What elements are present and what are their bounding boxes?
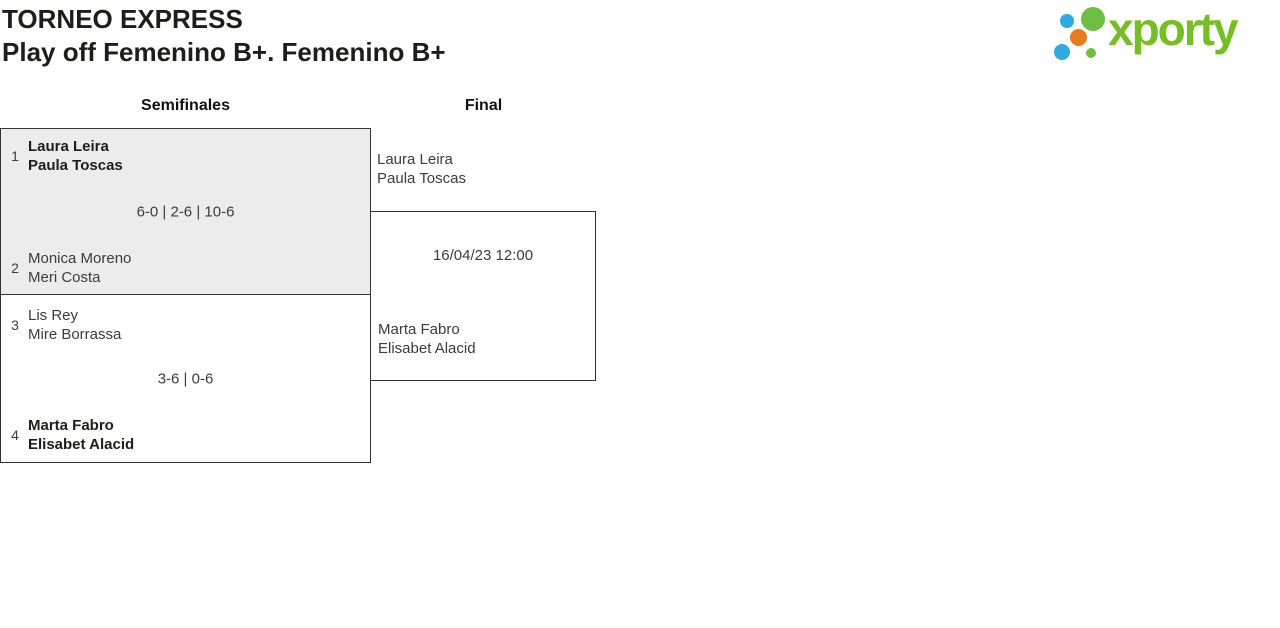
team-seed-3: 3 Lis Rey Mire Borrassa: [8, 306, 121, 344]
player-name: Paula Toscas: [28, 157, 123, 174]
final-team-1: Laura Leira Paula Toscas: [377, 150, 466, 188]
logo-dot-green-big-icon: [1081, 7, 1105, 31]
tournament-title: TORNEO EXPRESS: [2, 4, 243, 34]
player-name: Laura Leira: [377, 151, 453, 168]
player-name: Lis Rey: [28, 307, 79, 324]
category-subtitle: Play off Femenino B+. Femenino B+: [2, 37, 446, 67]
player-name: Marta Fabro: [28, 417, 114, 434]
player-name: Paula Toscas: [377, 170, 466, 187]
player-name: Marta Fabro: [378, 321, 460, 338]
final-team-2: Marta Fabro Elisabet Alacid: [378, 320, 476, 358]
player-name: Elisabet Alacid: [378, 340, 476, 357]
player-name: Meri Costa: [28, 269, 101, 286]
logo-dot-blue-top-icon: [1060, 14, 1074, 28]
player-name: Laura Leira: [28, 138, 109, 155]
seed-number: 1: [11, 148, 19, 164]
team-seed-1: 1 Laura Leira Paula Toscas: [8, 137, 123, 175]
match-score: 3-6 | 0-6: [157, 370, 214, 387]
seed-number: 3: [11, 317, 19, 333]
seed-number: 2: [11, 260, 19, 276]
player-name: Mire Borrassa: [28, 326, 122, 343]
seed-number: 4: [11, 427, 19, 443]
team-players: Lis Rey Mire Borrassa: [28, 306, 121, 344]
match-score: 6-0 | 2-6 | 10-6: [136, 203, 235, 220]
logo-dot-orange-icon: [1070, 29, 1087, 46]
player-name: Elisabet Alacid: [28, 436, 135, 453]
team-seed-4: 4 Marta Fabro Elisabet Alacid: [8, 416, 134, 454]
round-header-semifinales: Semifinales: [141, 97, 230, 114]
logo-dot-blue-bottom-icon: [1054, 44, 1070, 60]
final-schedule: 16/04/23 12:00: [432, 247, 534, 264]
team-players: Marta Fabro Elisabet Alacid: [28, 416, 134, 454]
player-name: Monica Moreno: [28, 250, 132, 267]
team-players: Laura Leira Paula Toscas: [28, 137, 123, 175]
match-final[interactable]: 16/04/23 12:00 Marta Fabro Elisabet Alac…: [370, 211, 596, 381]
match-semifinal-1[interactable]: 1 Laura Leira Paula Toscas 6-0 | 2-6 | 1…: [0, 128, 371, 295]
xporty-logo: xporty: [1048, 0, 1280, 70]
match-semifinal-2[interactable]: 3 Lis Rey Mire Borrassa 3-6 | 0-6 4 Mart…: [0, 294, 371, 463]
team-players: Monica Moreno Meri Costa: [28, 249, 131, 287]
team-seed-2: 2 Monica Moreno Meri Costa: [8, 249, 131, 287]
logo-dot-green-small-icon: [1086, 48, 1096, 58]
logo-wordmark: xporty: [1108, 3, 1239, 55]
round-header-final: Final: [464, 97, 503, 114]
